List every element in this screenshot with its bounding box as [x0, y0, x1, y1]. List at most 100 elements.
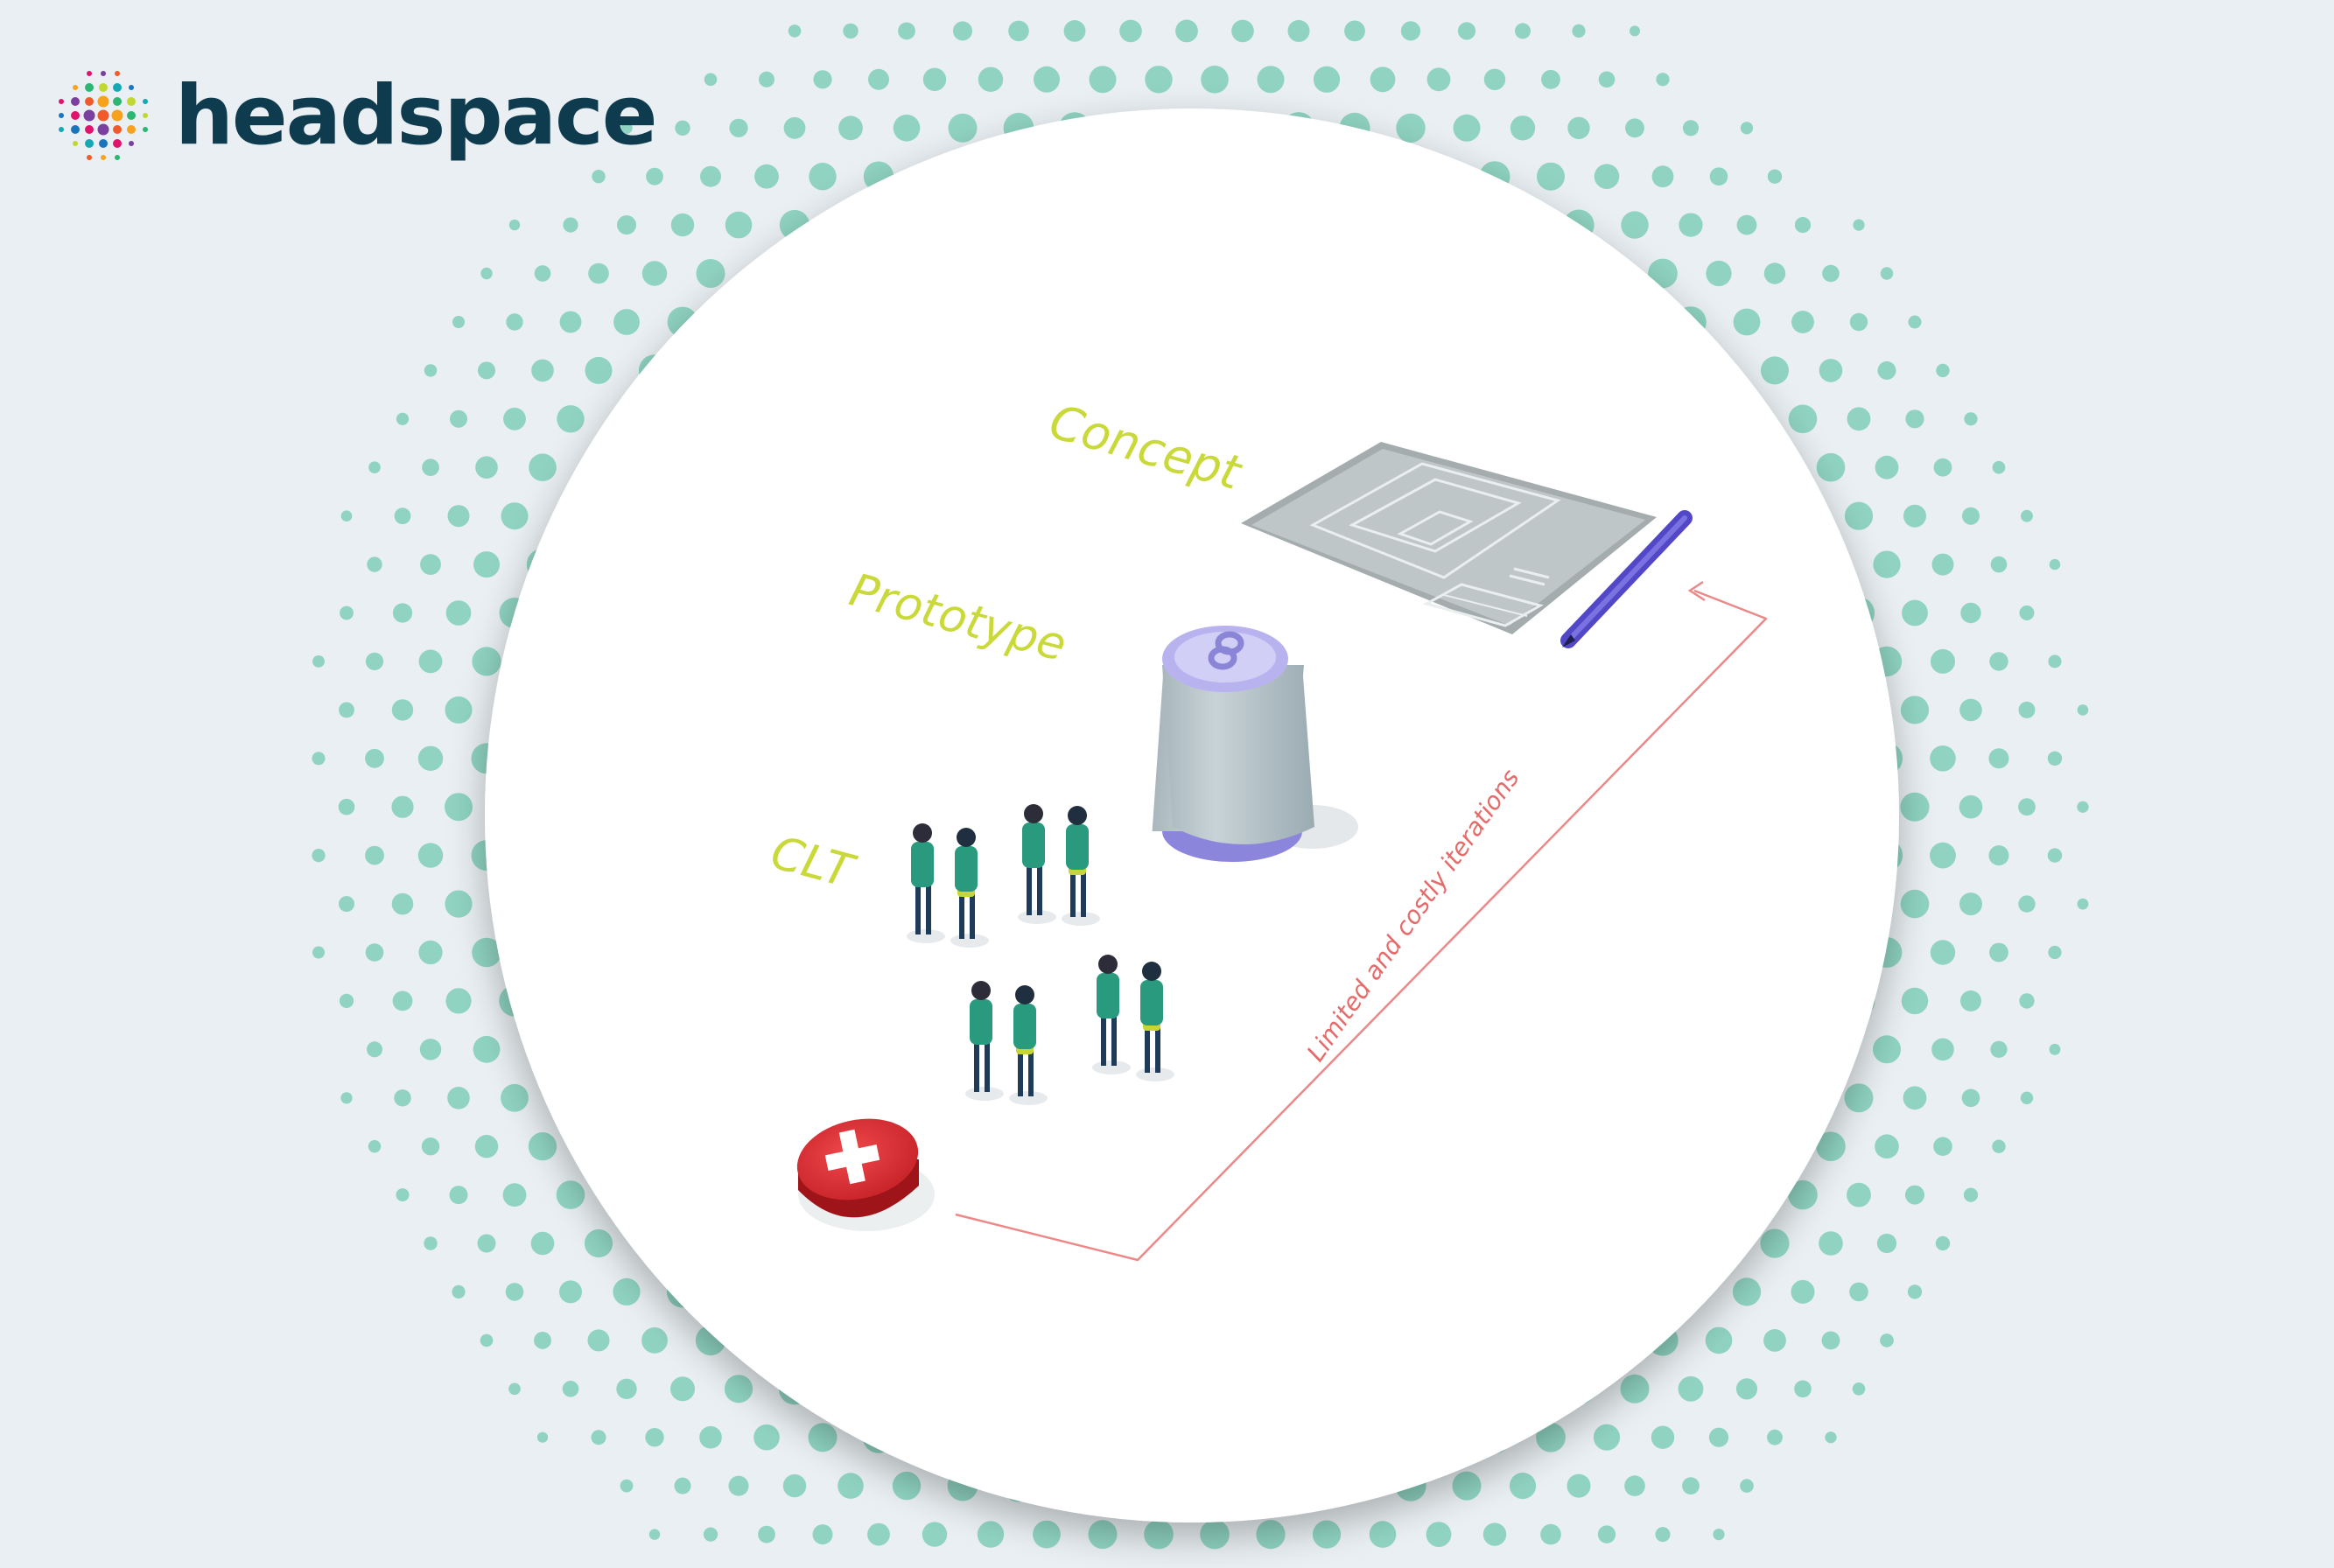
halftone-dot — [420, 554, 441, 575]
halftone-dot — [2018, 895, 2036, 913]
halftone-dot — [1655, 1527, 1671, 1543]
halftone-dot — [1876, 1233, 1897, 1254]
halftone-dot — [922, 1522, 948, 1547]
halftone-dot — [503, 407, 526, 430]
dot-cluster-icon — [59, 71, 148, 160]
halftone-dot — [1961, 1088, 1980, 1108]
participant-figure — [950, 828, 989, 948]
halftone-dot — [754, 164, 779, 189]
halftone-dot — [1847, 1182, 1871, 1208]
halftone-dot — [452, 1284, 466, 1298]
logo-dot — [115, 71, 120, 76]
halftone-dot — [452, 316, 465, 328]
halftone-dot — [978, 66, 1004, 93]
halftone-dot — [728, 1475, 749, 1496]
halftone-dot — [1706, 260, 1732, 287]
halftone-dot — [1482, 1522, 1507, 1546]
halftone-dot — [1651, 165, 1674, 188]
logo-dot — [127, 125, 136, 134]
halftone-dot — [1740, 1479, 1754, 1493]
halftone-dot — [1844, 501, 1874, 530]
halftone-dot — [1931, 1038, 1954, 1061]
halftone-dot — [1962, 507, 1980, 525]
logo-dot — [113, 125, 122, 134]
halftone-dot — [1369, 1521, 1397, 1548]
halftone-dot — [1905, 1185, 1924, 1205]
halftone-dot — [977, 1521, 1005, 1548]
halftone-dot — [502, 1183, 527, 1207]
halftone-dot — [2048, 945, 2062, 960]
halftone-dot — [808, 1423, 838, 1452]
halftone-dot — [1682, 120, 1700, 136]
halftone-dot — [1875, 455, 1899, 480]
halftone-dot — [501, 1083, 529, 1112]
halftone-dot — [1396, 113, 1426, 143]
halftone-dot — [445, 600, 472, 626]
halftone-dot — [396, 1188, 410, 1202]
halftone-dot — [1145, 66, 1173, 94]
halftone-dot — [1900, 696, 1930, 724]
halftone-dot — [449, 1186, 468, 1205]
halftone-dot — [588, 262, 609, 284]
halftone-dot — [1935, 1236, 1951, 1251]
halftone-dot — [505, 1283, 524, 1301]
halftone-dot — [534, 265, 551, 282]
pen-icon — [1560, 510, 1693, 648]
halftone-dot — [480, 267, 493, 280]
halftone-dot — [1483, 68, 1506, 91]
halftone-dot — [674, 1477, 691, 1494]
halftone-dot — [1624, 1475, 1645, 1496]
participant-figure — [1018, 804, 1056, 924]
halftone-dot — [559, 1280, 582, 1304]
logo-dot — [87, 71, 92, 76]
halftone-dot — [1344, 20, 1365, 42]
halftone-dot — [813, 70, 832, 89]
halftone-dot — [508, 219, 521, 231]
halftone-dot — [1256, 1520, 1286, 1550]
halftone-dot — [1426, 1522, 1452, 1547]
halftone-dot — [1426, 67, 1451, 92]
halftone-dot — [1033, 1520, 1061, 1549]
participant-figure — [1062, 806, 1100, 926]
halftone-dot — [424, 1236, 438, 1250]
halftone-dot — [1257, 66, 1285, 94]
halftone-dot — [922, 67, 947, 92]
halftone-dot — [1515, 23, 1531, 39]
halftone-dot — [1873, 1035, 1901, 1064]
halftone-dot — [812, 1524, 833, 1545]
halftone-dot — [392, 603, 413, 623]
halftone-dot — [1844, 1083, 1874, 1113]
halftone-dot — [670, 1376, 695, 1402]
halftone-dot — [1877, 360, 1896, 380]
halftone-dot — [1620, 1374, 1650, 1404]
halftone-dot — [1875, 1134, 1899, 1158]
halftone-dot — [1594, 164, 1620, 189]
halftone-dot — [2021, 509, 2033, 522]
halftone-dot — [1400, 21, 1421, 41]
halftone-dot — [1930, 940, 1956, 965]
halftone-dot — [447, 1087, 470, 1110]
halftone-dot — [1763, 1329, 1786, 1352]
halftone-dot — [340, 510, 353, 522]
halftone-dot — [1990, 1040, 2008, 1058]
halftone-dot — [2018, 701, 2036, 718]
halftone-dot — [556, 1180, 585, 1209]
halftone-dot — [1736, 214, 1757, 235]
halftone-dot — [1849, 1282, 1868, 1302]
participant-figure — [1009, 985, 1048, 1105]
halftone-dot — [1990, 556, 2008, 573]
halftone-dot — [1509, 1473, 1537, 1500]
halftone-dot — [1733, 308, 1761, 336]
logo-dot — [97, 109, 109, 122]
halftone-dot — [365, 748, 384, 768]
halftone-dot — [563, 217, 578, 233]
halftone-dot — [696, 259, 725, 288]
halftone-dot — [641, 1327, 668, 1354]
halftone-dot — [1713, 1529, 1725, 1541]
halftone-dot — [953, 21, 972, 41]
headspace-logo[interactable]: headspace — [54, 63, 658, 168]
halftone-dot — [1537, 162, 1565, 191]
halftone-dot — [365, 943, 384, 962]
prototype-can — [1152, 626, 1358, 862]
logo-dot — [85, 83, 94, 92]
